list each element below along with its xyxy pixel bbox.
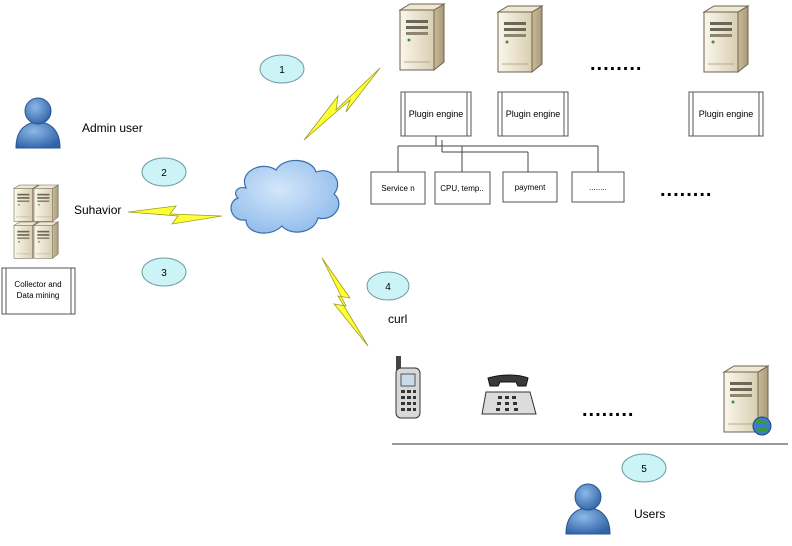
step-badge: 4 (366, 271, 410, 301)
step-badge: 2 (141, 157, 187, 187)
lightning-icon (321, 257, 369, 347)
users-person-icon (565, 483, 611, 535)
plugin-connectors (397, 136, 599, 172)
step-badge: 1 (259, 54, 305, 84)
ellipsis-top: ........ (590, 53, 642, 75)
ellipsis-plugins: ........ (660, 179, 712, 201)
step-number: 2 (161, 168, 167, 179)
users-label: Users (634, 507, 665, 521)
plugin-box: ........ (571, 171, 625, 203)
mobile-phone-icon (395, 356, 421, 419)
collector-label-line1: Collector and (14, 280, 61, 289)
collector-box: Collector and Data mining (1, 267, 76, 315)
suhavior-label: Suhavior (74, 203, 121, 217)
collector-label-line2: Data mining (17, 291, 60, 300)
admin-user-label: Admin user (82, 121, 143, 135)
plugin-label: Service n (381, 184, 414, 193)
curl-label: curl (388, 312, 407, 326)
cloud-icon (230, 159, 340, 234)
plugin-label: payment (515, 183, 546, 192)
plugin-box: CPU, temp.. (434, 171, 491, 205)
plugin-label: CPU, temp.. (440, 184, 484, 193)
admin-person-icon (15, 97, 61, 149)
lightning-icon (303, 67, 381, 141)
step-number: 3 (161, 268, 167, 279)
plugin-box: payment (502, 171, 558, 203)
plugin-engine-label: Plugin engine (409, 109, 464, 119)
server-icon (399, 3, 445, 71)
server-icon (497, 5, 543, 73)
plugin-engine-box: Plugin engine (400, 91, 472, 137)
web-server-icon (723, 365, 772, 436)
lightning-icon (127, 205, 223, 225)
plugin-engine-box: Plugin engine (688, 91, 764, 137)
suhavior-servers-icon (13, 184, 59, 259)
desk-phone-icon (481, 374, 537, 415)
server-icon (703, 5, 749, 73)
step-badge: 5 (621, 453, 667, 483)
plugin-engine-box: Plugin engine (497, 91, 569, 137)
plugin-box: Service n (370, 171, 426, 205)
plugin-label: ........ (589, 183, 607, 192)
plugin-engine-label: Plugin engine (699, 109, 754, 119)
ellipsis-devices: ........ (582, 399, 634, 421)
step-number: 4 (385, 282, 391, 293)
step-badge: 3 (141, 257, 187, 287)
step-number: 5 (641, 464, 647, 475)
plugin-engine-label: Plugin engine (506, 109, 561, 119)
step-number: 1 (279, 65, 285, 76)
